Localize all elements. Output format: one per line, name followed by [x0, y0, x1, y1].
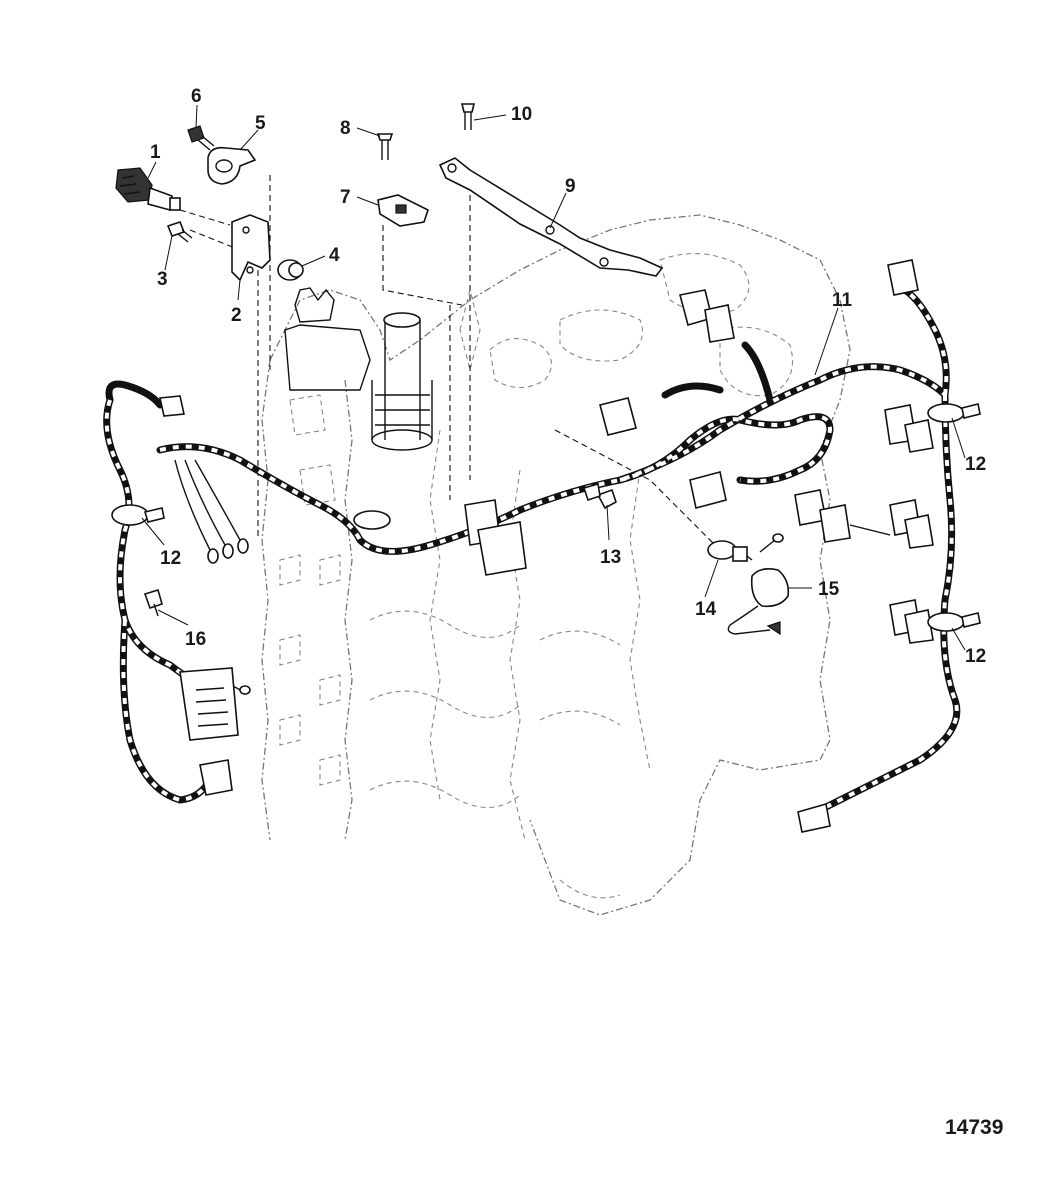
part-10-bolt — [460, 103, 476, 130]
callout-8: 8 — [340, 118, 351, 139]
part-4-grommet — [277, 259, 304, 281]
part-3-bolt — [166, 221, 193, 243]
callout-16: 16 — [185, 629, 206, 650]
part-14-pressure-switch — [707, 533, 784, 562]
part-1-sensor — [115, 167, 181, 212]
part-9-long-bracket — [438, 157, 664, 277]
callout-6: 6 — [191, 86, 202, 107]
part-7-clip — [377, 194, 429, 227]
callout-14: 14 — [695, 599, 717, 620]
part-12-clamps — [111, 403, 981, 632]
callout-4: 4 — [329, 245, 340, 266]
callout-10: 10 — [511, 104, 532, 125]
crankshaft-hub — [284, 287, 433, 451]
engine-block-outline — [261, 214, 851, 916]
callout-13: 13 — [600, 547, 621, 568]
callout-12-right-top: 12 — [965, 454, 986, 475]
part-13-clip — [582, 482, 617, 510]
callout-9: 9 — [565, 176, 576, 197]
part-2-bracket — [231, 214, 271, 282]
callout-labels: 1 2 3 4 5 6 7 8 9 10 11 12 12 12 13 14 1… — [150, 86, 986, 667]
part-15-cap-lead — [727, 568, 790, 636]
part-11-wiring-harness — [103, 259, 961, 833]
part-5-clamp — [207, 146, 257, 185]
callout-12-right-bottom: 12 — [965, 646, 986, 667]
part-6-screw — [187, 125, 215, 151]
callout-1: 1 — [150, 142, 161, 163]
callout-5: 5 — [255, 113, 266, 134]
callout-2: 2 — [231, 305, 242, 326]
callout-3: 3 — [157, 269, 168, 290]
figure-number: 14739 — [945, 1116, 1003, 1139]
callout-11: 11 — [832, 290, 853, 311]
part-8-screw — [376, 133, 394, 160]
callout-12-left: 12 — [160, 548, 181, 569]
callout-15: 15 — [818, 579, 840, 600]
leader-lines — [141, 104, 966, 651]
part-16-bolt — [143, 588, 163, 617]
callout-7: 7 — [340, 187, 351, 208]
